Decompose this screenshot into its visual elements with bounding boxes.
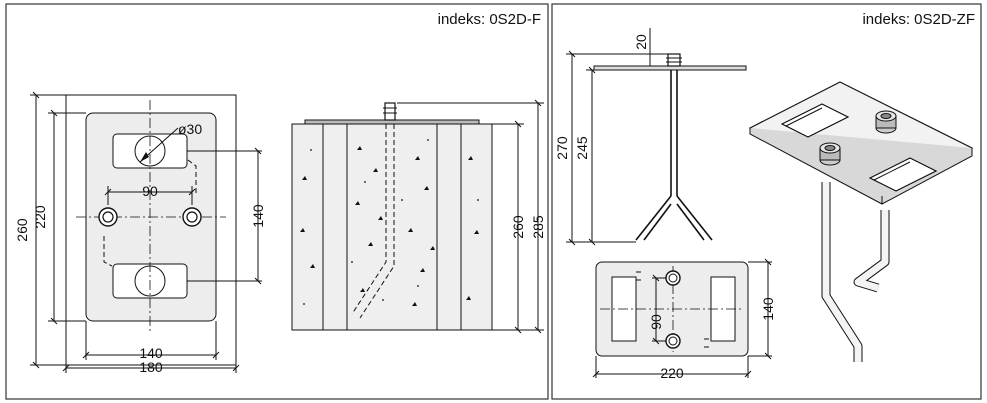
- left-section-view: [291, 99, 544, 334]
- right-isometric-view: [748, 81, 974, 362]
- right-index-label: indeks: 0S2D-ZF: [862, 11, 975, 28]
- right-panel-frame: [551, 3, 982, 400]
- dim-section-260: 260: [510, 215, 526, 239]
- right-plan-view: [592, 258, 772, 378]
- dim-hole-diameter: ø30: [178, 121, 202, 137]
- dim-left-90: 90: [142, 183, 158, 199]
- dim-right-140: 140: [760, 297, 776, 321]
- left-panel-frame: [5, 3, 549, 400]
- dim-left-260: 260: [14, 218, 30, 242]
- left-index-label: indeks: 0S2D-F: [438, 11, 541, 28]
- dim-left-220: 220: [32, 205, 48, 229]
- dim-left-140-vertical: 140: [250, 204, 266, 228]
- right-side-view: [566, 28, 747, 246]
- dim-right-220: 220: [660, 365, 684, 381]
- dim-right-245: 245: [574, 136, 590, 160]
- left-plan-view: [30, 91, 262, 373]
- dim-left-140-horizontal: 140: [139, 345, 163, 361]
- dim-section-285: 285: [530, 215, 546, 239]
- dim-right-20: 20: [633, 34, 649, 50]
- dim-right-90: 90: [648, 314, 664, 330]
- dim-left-180: 180: [139, 359, 163, 375]
- dim-right-270: 270: [554, 136, 570, 160]
